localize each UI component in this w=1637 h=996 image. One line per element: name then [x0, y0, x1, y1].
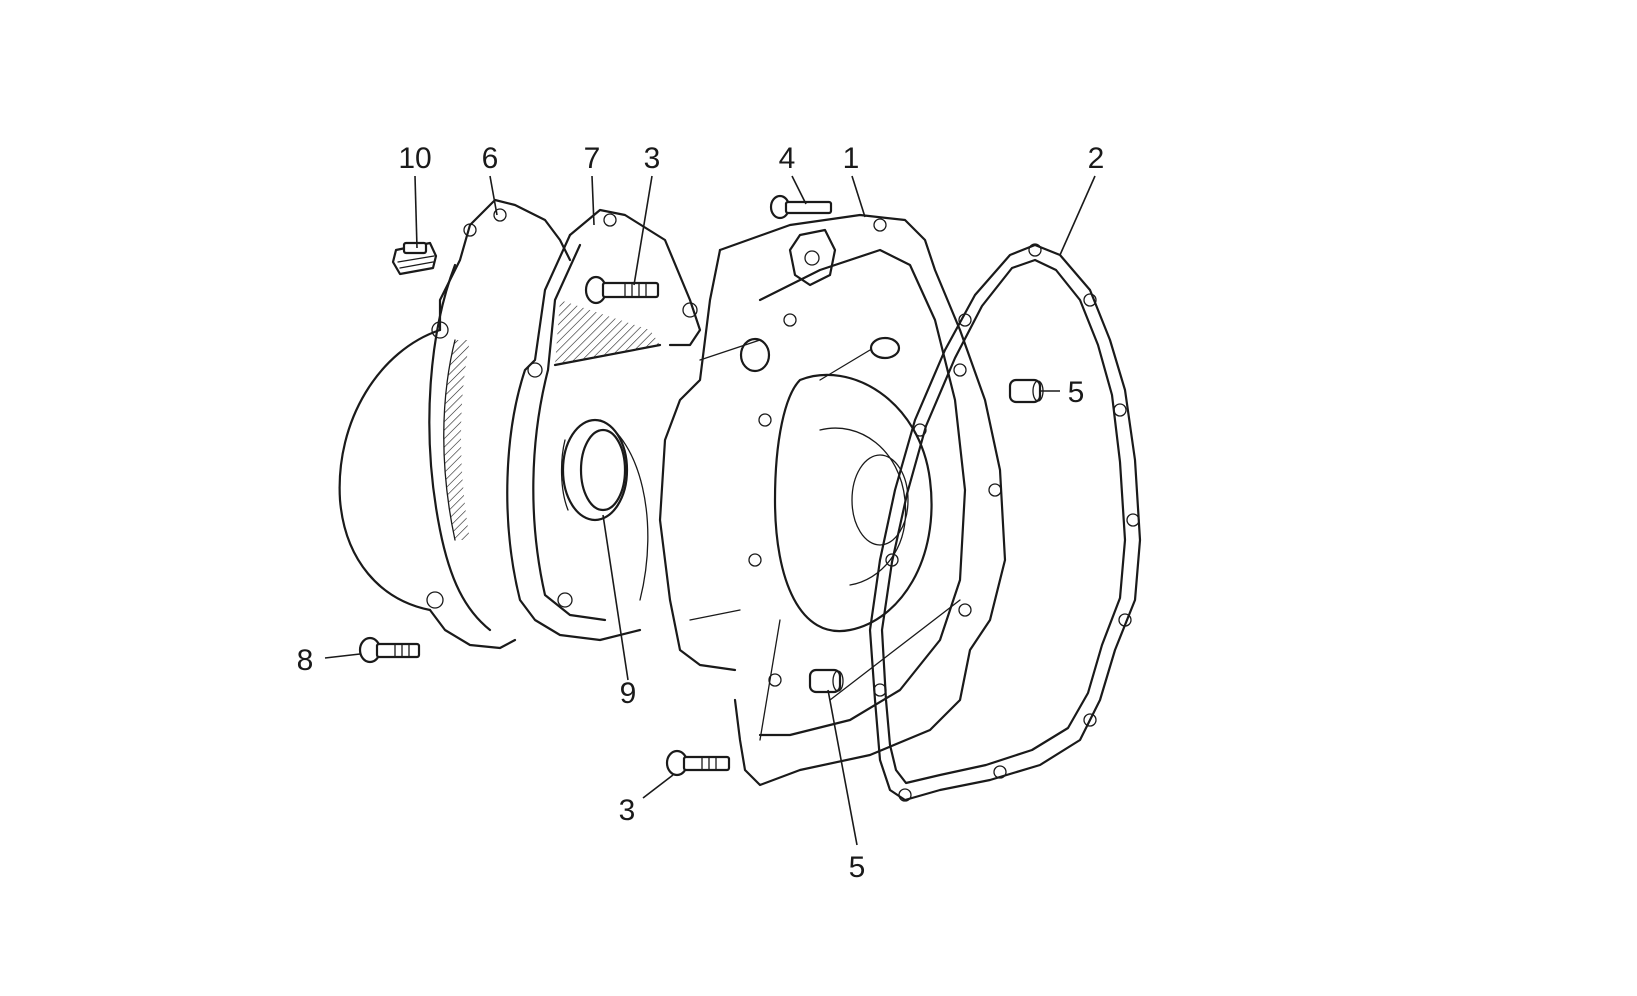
callout-7: 7	[584, 142, 601, 175]
callout-4: 4	[779, 142, 796, 175]
callout-1: 1	[843, 142, 860, 175]
callout-2: 2	[1088, 142, 1105, 175]
inner-cover-plate-part	[506, 208, 702, 642]
leader-lines	[324, 175, 1096, 846]
callout-labels: 10 6 7 3 4 1 2 5 8 9 3 5	[297, 142, 1105, 884]
gasket-part	[868, 243, 1142, 802]
callout-3-lower: 3	[619, 794, 636, 827]
callout-5-right: 5	[1068, 376, 1085, 409]
outer-cover-part	[338, 198, 572, 650]
bolt-upper-part	[584, 275, 660, 305]
bolt-top-part	[769, 194, 833, 220]
bolt-left-part	[358, 636, 421, 664]
callout-3-upper: 3	[644, 142, 661, 175]
callout-6: 6	[482, 142, 499, 175]
callout-8: 8	[297, 644, 314, 677]
callout-9: 9	[620, 677, 637, 710]
bolt-lower-part	[665, 749, 731, 777]
callout-10: 10	[398, 142, 431, 175]
oil-seal-part	[560, 418, 629, 522]
dowel-lower-part	[808, 668, 844, 694]
main-housing-part	[658, 213, 1007, 787]
filler-plug-part	[391, 241, 438, 276]
callout-5-lower: 5	[849, 851, 866, 884]
dowel-right-part	[1008, 378, 1044, 404]
